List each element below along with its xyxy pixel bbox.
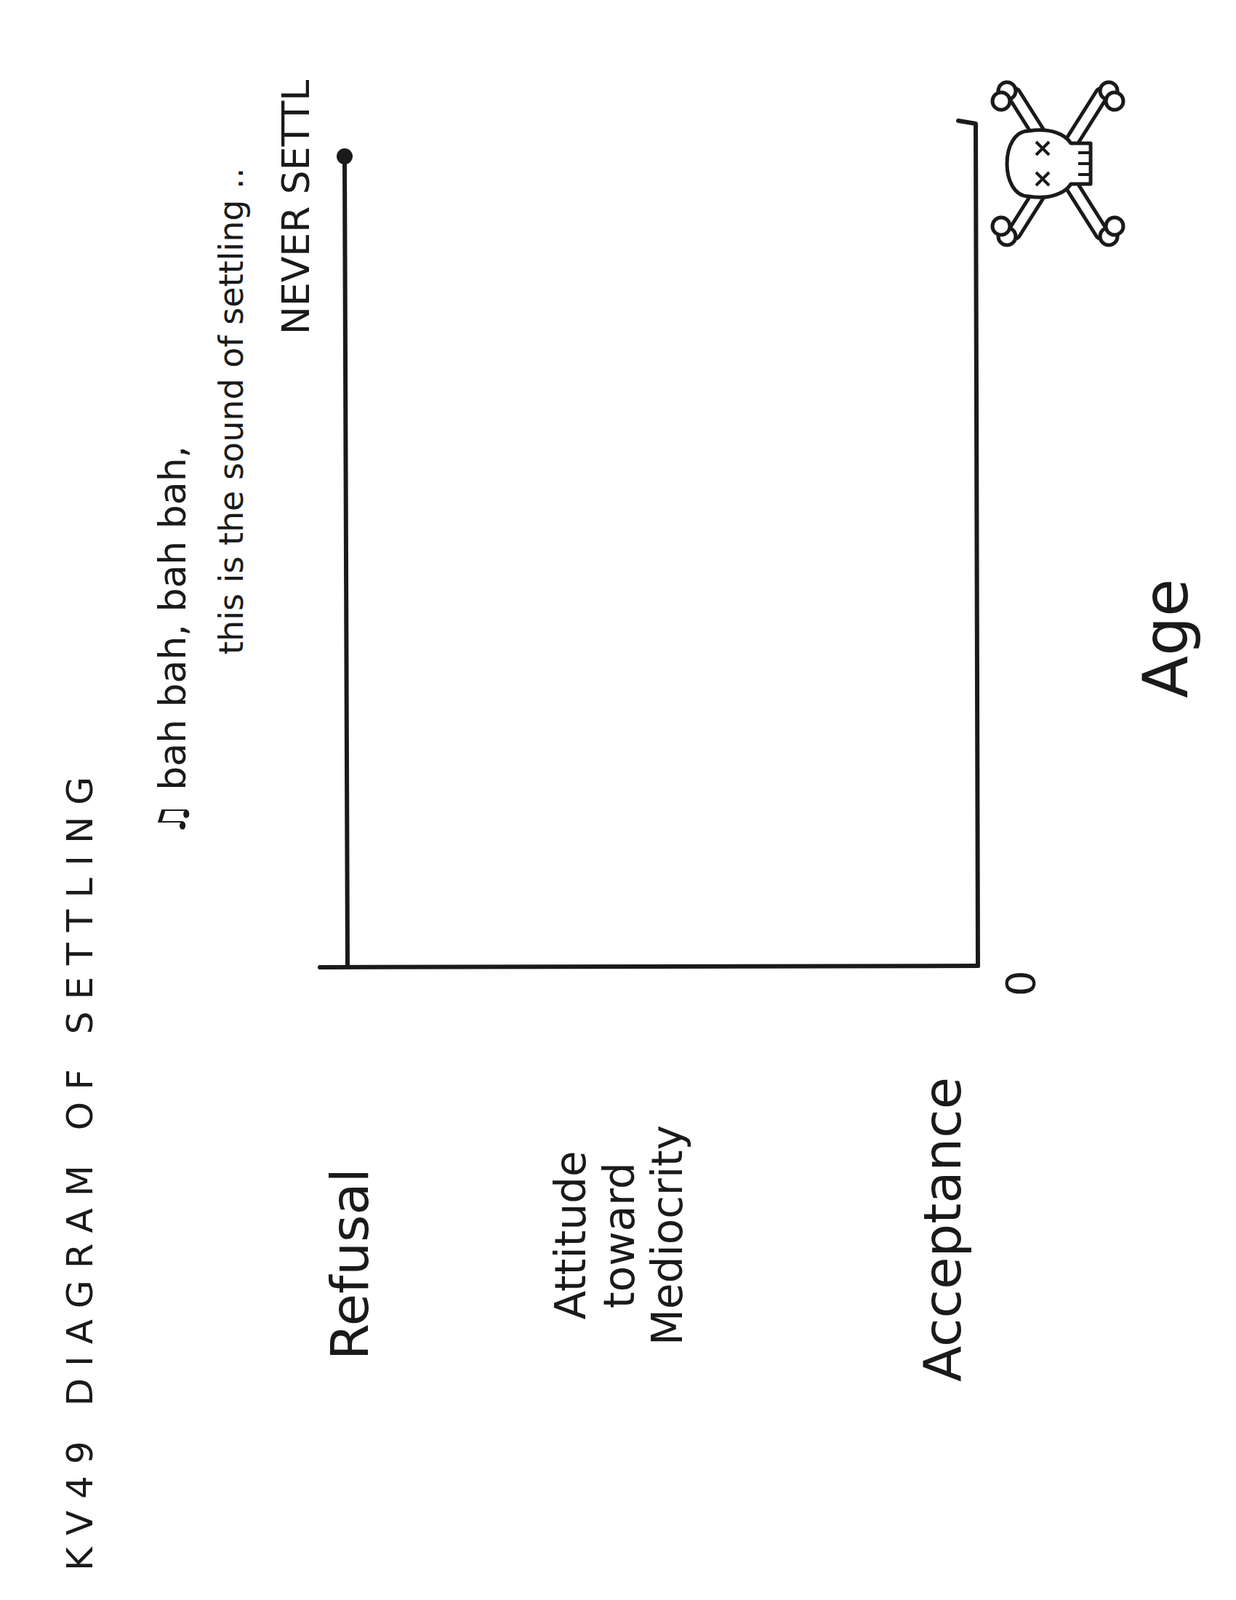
axis-title: Age — [1130, 578, 1202, 698]
axis-end-label: Refusal — [319, 1167, 381, 1360]
axis-end-label: Acceptance — [912, 1076, 973, 1382]
y-axis — [319, 965, 978, 967]
line-label: NEVER SETTL — [274, 79, 319, 335]
chart-title: KV49 DIAGRAM OF SETTLING — [59, 764, 102, 1571]
never-settle-line — [344, 156, 348, 966]
end-dot — [336, 148, 353, 165]
axis-origin: 0 — [997, 969, 1045, 997]
skull-crossbones — [992, 82, 1124, 246]
song-lyric: this is the sound of settling .. — [212, 167, 251, 655]
song-lyric: ♫ bah bah, bah bah, — [151, 445, 195, 837]
axis-title: Attitude toward Mediocrity — [546, 1124, 693, 1346]
x-axis — [958, 120, 978, 966]
